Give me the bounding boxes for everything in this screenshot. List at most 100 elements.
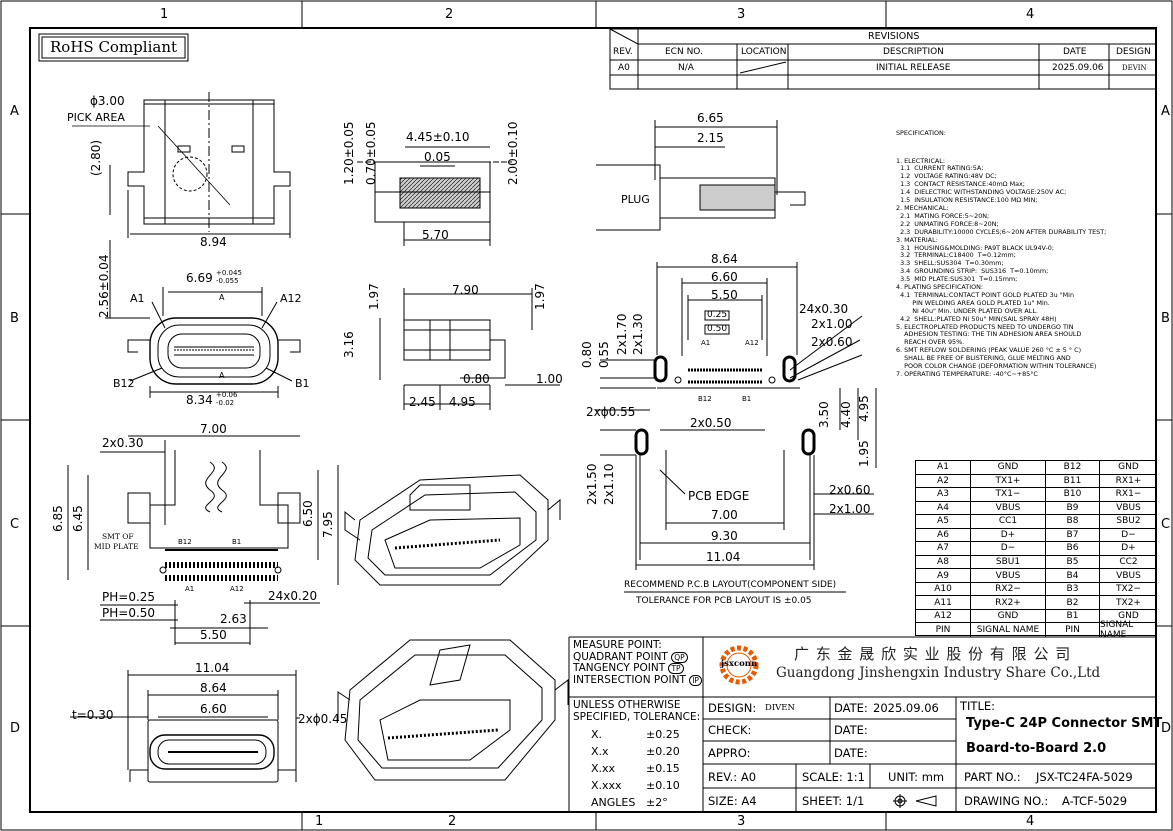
scale-label: SCALE: 1:1 [802,770,865,784]
tolerance-value: ±2° [646,796,668,809]
pin-number-cell: B11 [1046,474,1100,489]
dim-2x1-00-bottom: 2x1.00 [829,502,871,516]
dim-8-34-tol-bot: -0.02 [216,399,235,407]
spec-line: 4. PLATING SPECIFICATION: [896,283,984,292]
dim-8-94: 8.94 [200,235,227,249]
unit-label: UNIT: mm [888,770,945,784]
measure-point-block: MEASURE POINT: QUADRANT POINT QP TANGENC… [573,639,702,687]
badge-ip: IP [689,674,702,686]
spec-line: REACH OVER 95%. [896,338,965,347]
pin-signal-cell: VBUS [971,569,1046,583]
grid-col-4: 4 [1026,7,1035,22]
grid-col-2: 2 [445,7,454,22]
design-value: DIVEN [765,703,795,713]
pin-number-cell: A8 [916,555,971,570]
pin-signal-cell: VBUS [1100,569,1157,583]
dim-2x0-30: 2x0.30 [102,436,144,450]
tolerance-precision: ANGLES [591,796,636,809]
revisions-title: REVISIONS [868,31,920,42]
unit-value: mm [921,770,945,784]
grid-col-3-bottom: 3 [737,814,746,829]
pin-label-b1: B1 [295,377,310,390]
logo-text: jsxconn [721,659,758,669]
dim-8-34: 8.34 [186,393,213,407]
pin-signal-cell: VBUS [971,501,1046,516]
dim-7-00-pcb: 7.00 [711,508,738,522]
grid-col-2-bottom: 2 [448,814,457,829]
sheet-value: 1/1 [845,794,865,808]
tolerance-value: ±0.20 [646,745,680,758]
dim-0-80: 0.80 [463,372,490,386]
pin-signal-cell: CC2 [1100,556,1157,570]
dim-8-34-tol-top: +0.06 [216,391,238,399]
rev-header-ecn: ECN NO. [665,47,703,57]
dim-6-45: 6.45 [71,505,85,532]
pin-number-cell: B7 [1046,528,1100,543]
title-label: TITLE: [960,699,995,713]
spec-line: 1.2 VOLTAGE RATING:48V DC; [896,172,997,181]
pin-label-a1: A1 [130,292,145,305]
spec-lines: 1. ELECTRICAL: 1.1 CURRENT RATING:5A; 1.… [896,156,1152,379]
section-a-bottom: A [219,371,225,380]
grid-row-b: B [10,311,19,326]
dim-2x1-70: 2x1.70 [615,313,629,355]
tolerance-title-2: SPECIFIED, TOLERANCE: [573,711,701,723]
tolerance-precision: X.x [591,745,609,758]
dim-7-90: 7.90 [452,283,479,297]
dim-0-80-pcb: 0.80 [580,341,594,368]
dim-2x1-10: 2x1.10 [602,463,616,505]
rev-row-ecn: N/A [678,63,694,73]
dim-0-55: 0.55 [597,341,611,368]
pin-number-cell: A5 [916,515,971,529]
spec-line: Ni 40u" Min. UNDER PLATED OVER ALL. [896,306,1038,315]
pin-signal-cell: D− [1100,529,1157,543]
dim-7-00-bottom: 7.00 [200,422,227,436]
measure-ip-row: INTERSECTION POINT IP [573,674,702,687]
spec-line: 4.2 SHELL:PLATED Ni 50u" MIN(SAIL SPRAY … [896,314,1057,323]
spec-line: 5. ELECTROPLATED PRODUCTS NEED TO UNDERG… [896,322,1074,331]
pin-table-header-cell: PIN [916,623,971,637]
bottom-pin-b12: B12 [178,538,192,546]
spec-line: 6. SMT REFLOW SOLDERING (PEAK VALUE 260 … [896,346,1082,355]
dim-1-20: 1.20±0.05 [342,121,356,186]
dim-2-45: 2.45 [409,395,436,409]
dim-11-04-bottom: 11.04 [195,661,230,675]
rev-header-rev: REV. [613,47,633,57]
dim-5-50-bottom: 5.50 [200,628,227,642]
dim-9-30: 9.30 [711,529,738,543]
rev-header-location: LOCATION [741,47,787,57]
label-recommend: RECOMMEND P.C.B LAYOUT(COMPONENT SIDE) [624,580,837,590]
dim-5-50-pcb: 5.50 [711,288,738,302]
dim-5-70: 5.70 [422,228,449,242]
dim-2x-phi-0-55: 2xϕ0.55 [586,405,636,419]
part-no-label: PART NO.: [964,770,1021,784]
pin-signal-cell: D− [971,542,1046,556]
design-label: DESIGN: [708,701,757,715]
pin-number-cell: A1 [916,461,971,475]
dim-0-50-pcb: 0.50 [707,324,728,334]
dim-2x1-00-top: 2x1.00 [811,317,853,331]
dim-8-64-pcb: 8.64 [711,252,738,266]
size-value: A4 [741,794,757,808]
pin-signal-cell: RX1− [1100,488,1157,502]
scale-value: 1:1 [846,770,865,784]
pin-label-b12: B12 [113,377,135,390]
spec-line: 3.2 TERMINAL:C18400 T=0.12mm; [896,251,1016,260]
measure-title: MEASURE POINT: [573,639,662,651]
dim-8-64-bottom: 8.64 [200,681,227,695]
dim-6-65: 6.65 [697,111,724,125]
dim-0-05: 0.05 [424,150,451,164]
dim-6-60-pcb: 6.60 [711,270,738,284]
bottom-pin-b1: B1 [232,538,242,546]
dim-1-97-right: 1.97 [533,283,547,310]
title-line-2: Board-to-Board 2.0 [966,741,1107,756]
pin-number-cell: A11 [916,596,971,610]
part-no-value: JSX-TC24FA-5029 [1036,770,1133,784]
spec-line: 2.3 DURABILITY:10000 CYCLES;6~20N AFTER … [896,227,1107,236]
spec-line: 4.1 TERMINAL:CONTACT POINT GOLD PLATED 3… [896,290,1075,299]
bottom-pin-a1: A1 [185,585,195,593]
pin-signal-cell: GND [1100,610,1157,624]
spec-line: 1. ELECTRICAL: [896,156,946,165]
pin-number-cell: A2 [916,474,971,489]
